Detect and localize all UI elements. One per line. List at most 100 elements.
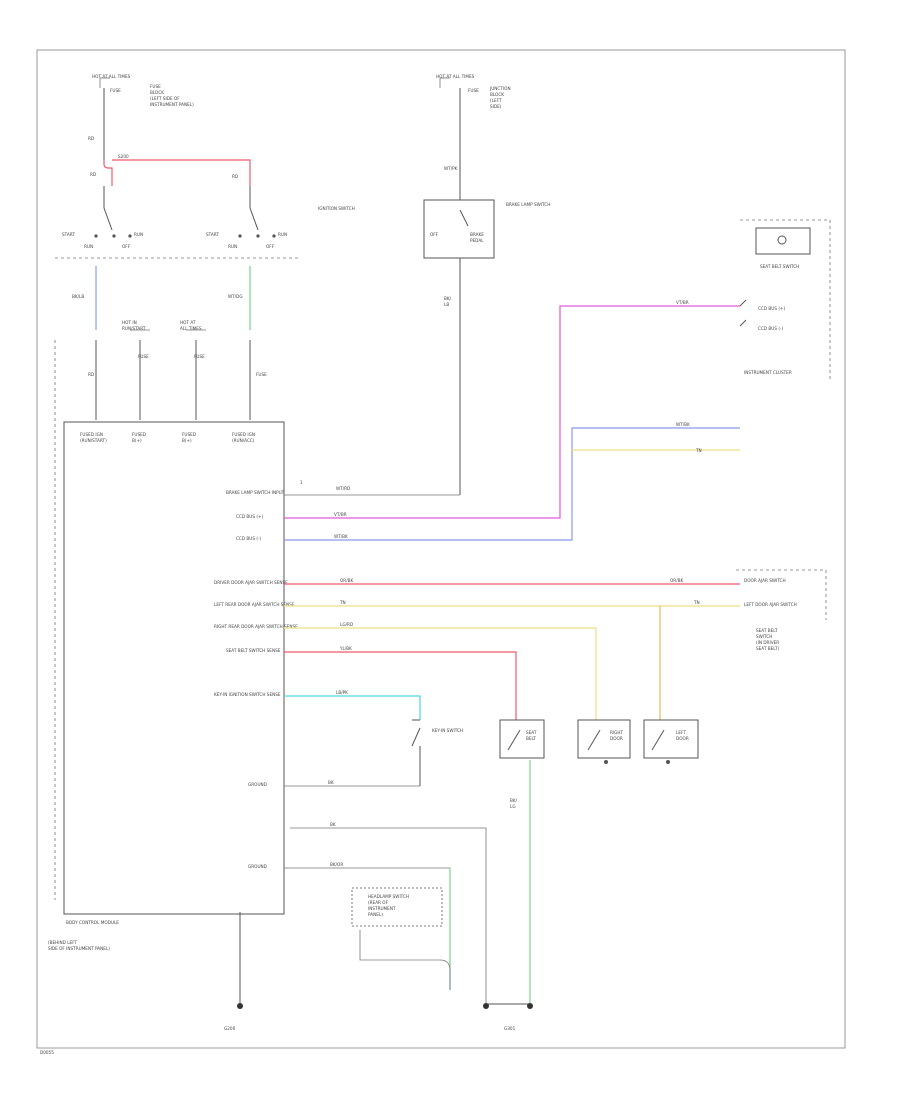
seat-belt-label: SEAT BELT SWITCH — [760, 264, 799, 269]
right-hot-label: HOT AT ALL TIMES — [436, 74, 475, 79]
svg-text:OFF: OFF — [430, 232, 439, 237]
svg-text:LB/PK: LB/PK — [336, 690, 348, 695]
svg-text:RD: RD — [232, 174, 238, 179]
svg-text:RUN: RUN — [84, 244, 93, 249]
svg-text:START: START — [62, 232, 75, 237]
bcm-pin-7: SEAT BELT SWITCH SENSE — [226, 648, 281, 653]
svg-text:SEAT: SEAT — [526, 730, 537, 735]
svg-text:BRAKE: BRAKE — [470, 232, 484, 237]
svg-text:1: 1 — [300, 480, 303, 485]
svg-text:YL/BK: YL/BK — [339, 646, 352, 651]
svg-text:SIDE): SIDE) — [490, 104, 502, 109]
svg-text:SIDE OF INSTRUMENT PANEL): SIDE OF INSTRUMENT PANEL) — [48, 946, 110, 951]
svg-text:BELT: BELT — [526, 736, 536, 741]
svg-text:RUN: RUN — [228, 244, 237, 249]
headlamp-switch: HEADLAMP SWITCH (REAR OF INSTRUMENT PANE… — [351, 887, 451, 990]
svg-text:PANEL): PANEL) — [368, 912, 383, 917]
svg-text:DOOR: DOOR — [676, 736, 689, 741]
brake-switch-feed: HOT AT ALL TIMES FUSE JUNCTION BLOCK (LE… — [423, 74, 550, 495]
ignition-switch-label: IGNITION SWITCH — [318, 206, 355, 211]
svg-text:LB: LB — [444, 302, 449, 307]
svg-text:LG/RD: LG/RD — [340, 622, 353, 627]
svg-text:LG: LG — [510, 804, 516, 809]
bcm-pin-3: CCD BUS (-) — [236, 536, 261, 541]
svg-text:SEAT BELT): SEAT BELT) — [756, 646, 780, 651]
svg-text:TN: TN — [693, 600, 700, 605]
ignition-switch-right: START RUN RUN OFF — [206, 186, 287, 249]
seat-belt-switch: SEAT BELT SWITCH CCD BUS (+) CCD BUS (-)… — [739, 227, 811, 375]
svg-text:BLOCK: BLOCK — [150, 90, 164, 95]
bcm-pin-2: CCD BUS (+) — [236, 514, 263, 519]
diagram-frame — [36, 49, 846, 1049]
bcm-pin-6: RIGHT REAR DOOR AJAR SWITCH SENSE — [214, 624, 298, 629]
ccd-bus-plus — [284, 305, 740, 519]
svg-text:BK/: BK/ — [444, 296, 452, 301]
body-control-module — [63, 421, 285, 915]
svg-text:RUN: RUN — [134, 232, 143, 237]
svg-text:(IN DRIVER: (IN DRIVER — [756, 640, 779, 645]
key-in-switch: KEY-IN SWITCH — [411, 719, 463, 778]
svg-text:(REAR OF: (REAR OF — [368, 900, 389, 905]
svg-text:START: START — [206, 232, 219, 237]
svg-text:RD: RD — [88, 372, 94, 377]
svg-text:BK/: BK/ — [510, 798, 518, 803]
svg-text:PEDAL: PEDAL — [470, 238, 484, 243]
svg-text:TN: TN — [339, 600, 346, 605]
svg-text:OR/BK: OR/BK — [670, 578, 683, 583]
svg-text:OFF: OFF — [122, 244, 131, 249]
seat-belt-ground-switch: SEAT BELT — [499, 719, 545, 759]
red-wire-ignition — [103, 160, 113, 186]
right-door-switch: RIGHT DOOR — [577, 719, 631, 764]
svg-text:B(+): B(+) — [182, 438, 192, 443]
svg-text:JUNCTION: JUNCTION — [489, 86, 511, 91]
ground-right-label: G301 — [504, 1026, 516, 1031]
svg-text:LEFT: LEFT — [676, 730, 686, 735]
svg-text:FUSED: FUSED — [132, 432, 146, 437]
svg-text:RD: RD — [88, 136, 94, 141]
svg-text:(RUN/START): (RUN/START) — [80, 438, 107, 443]
svg-text:RUN: RUN — [278, 232, 287, 237]
fuse-row: HOT IN RUN/START HOT AT ALL TIMES FUSE F… — [54, 320, 267, 900]
svg-text:TN: TN — [695, 448, 702, 453]
ground-wire-2 — [290, 827, 487, 1004]
svg-text:OFF: OFF — [266, 244, 275, 249]
bcm-pin-5: LEFT REAR DOOR AJAR SWITCH SENSE — [214, 602, 295, 607]
ccd-bus-minus — [284, 427, 740, 541]
svg-text:(RUN/ACC): (RUN/ACC) — [232, 438, 255, 443]
bcm-pin-4: DRIVER DOOR AJAR SWITCH SENSE — [214, 580, 288, 585]
svg-text:WT/RD: WT/RD — [336, 486, 350, 491]
svg-text:WT/BK: WT/BK — [334, 534, 348, 539]
ground-right: G301 — [483, 1003, 533, 1031]
bcm-pin-10: GROUND — [248, 864, 267, 869]
svg-text:WT/PK: WT/PK — [444, 166, 458, 171]
svg-text:(LEFT: (LEFT — [490, 98, 502, 103]
svg-text:FUSE: FUSE — [256, 372, 267, 377]
svg-text:FUSE: FUSE — [194, 354, 205, 359]
ground-left: G200 — [224, 912, 243, 1031]
ground-wire-3 — [284, 867, 451, 990]
ground-left-label: G200 — [224, 1026, 236, 1031]
svg-text:FUSED IGN: FUSED IGN — [80, 432, 103, 437]
svg-text:VT/BR: VT/BR — [334, 512, 347, 517]
key-in-wire — [284, 695, 421, 720]
red-wire-top — [112, 159, 251, 186]
svg-text:BK/LB: BK/LB — [72, 294, 84, 299]
svg-text:BK/OR: BK/OR — [330, 862, 343, 867]
svg-text:HOT AT: HOT AT — [180, 320, 196, 325]
svg-text:OR/BK: OR/BK — [340, 578, 353, 583]
headlamp-label: HEADLAMP SWITCH — [368, 894, 409, 899]
svg-text:(BEHIND LEFT: (BEHIND LEFT — [48, 940, 78, 945]
svg-text:RUN/START: RUN/START — [122, 326, 146, 331]
brake-lamp-label: BRAKE LAMP SWITCH — [506, 202, 550, 207]
bcm-pin-1: BRAKE LAMP SWITCH INPUT — [226, 490, 285, 495]
bcm-pin-8: KEY-IN IGNITION SWITCH SENSE — [214, 692, 281, 697]
svg-text:INSTRUMENT: INSTRUMENT — [368, 906, 396, 911]
door-wire-orange — [284, 627, 597, 720]
svg-text:FUSE: FUSE — [138, 354, 149, 359]
left-door-label: LEFT DOOR AJAR SWITCH — [744, 602, 797, 607]
svg-text:FUSED: FUSED — [182, 432, 196, 437]
left-hot-label: HOT AT ALL TIMES — [92, 74, 131, 79]
ignition-switch-left: START RUN RUN OFF — [62, 186, 143, 249]
svg-text:B(+): B(+) — [132, 438, 142, 443]
instrument-cluster-label: INSTRUMENT CLUSTER — [744, 370, 792, 375]
